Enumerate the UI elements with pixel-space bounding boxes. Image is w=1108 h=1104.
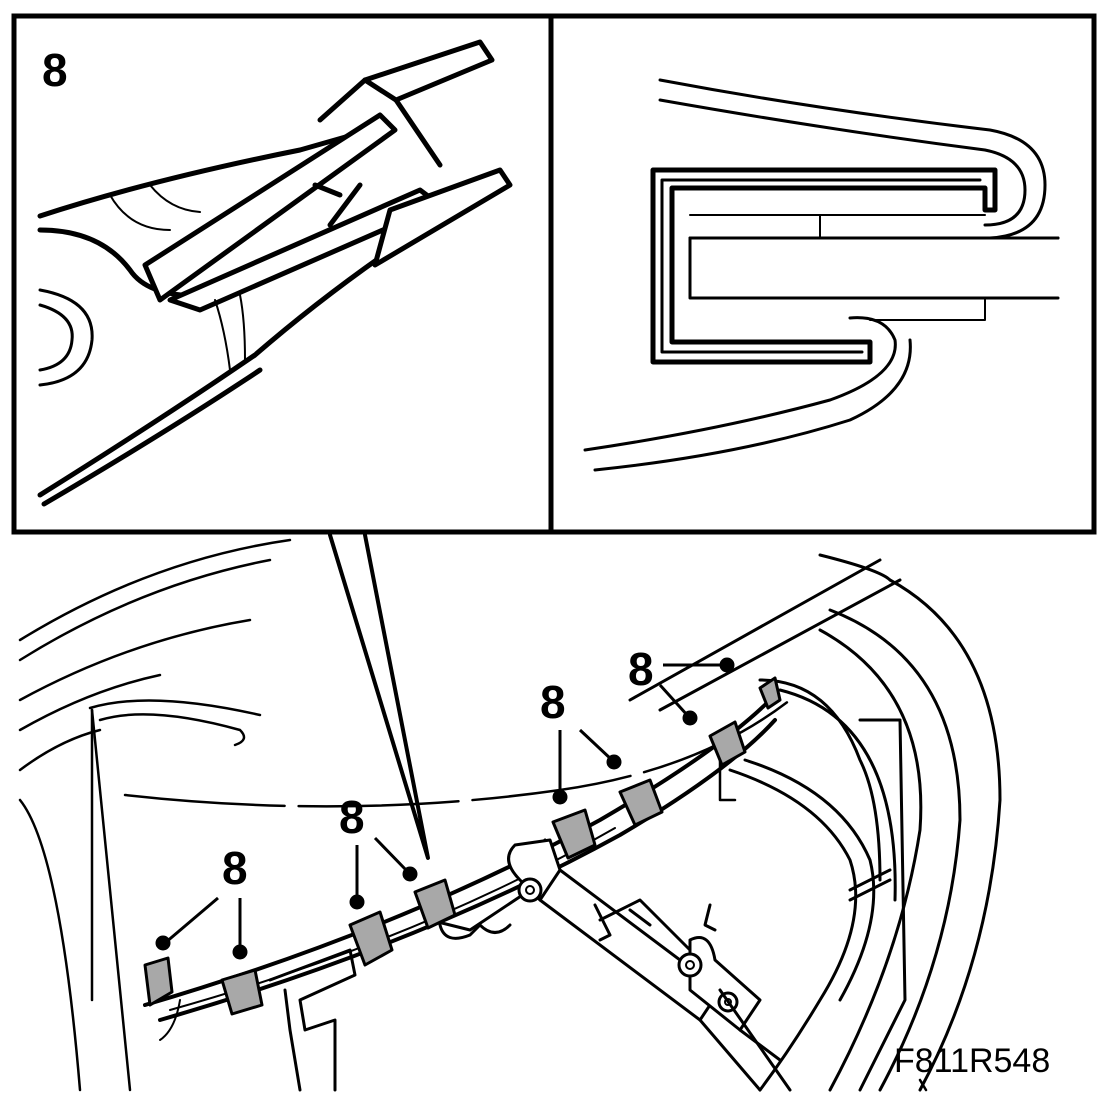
rail-clips [143, 676, 782, 1016]
callout-label-4: 8 [628, 643, 654, 695]
clip-5 [551, 808, 597, 860]
callout-label-1: 8 [222, 842, 248, 894]
callout-leaders [155, 657, 735, 960]
clip-7 [708, 720, 747, 767]
clip-6 [618, 778, 664, 827]
pliers-illustration [37, 39, 513, 507]
clip-1 [143, 956, 174, 1007]
detail-panel-pliers: 8 [37, 39, 513, 507]
clip-4 [413, 878, 457, 930]
detail-panel-clip-section [583, 78, 1060, 472]
figure-code: F811R548 [894, 1042, 1050, 1080]
clip-2 [220, 968, 264, 1016]
callout-labels: 8 8 8 8 [222, 643, 654, 894]
main-view-illustration [18, 538, 1002, 1092]
clip-8 [758, 676, 782, 710]
clip-3 [348, 910, 394, 967]
callout-label-2: 8 [339, 791, 365, 843]
callout-label-3: 8 [540, 676, 566, 728]
detail-pointer [328, 533, 430, 860]
detail-callout-label: 8 [42, 44, 68, 96]
